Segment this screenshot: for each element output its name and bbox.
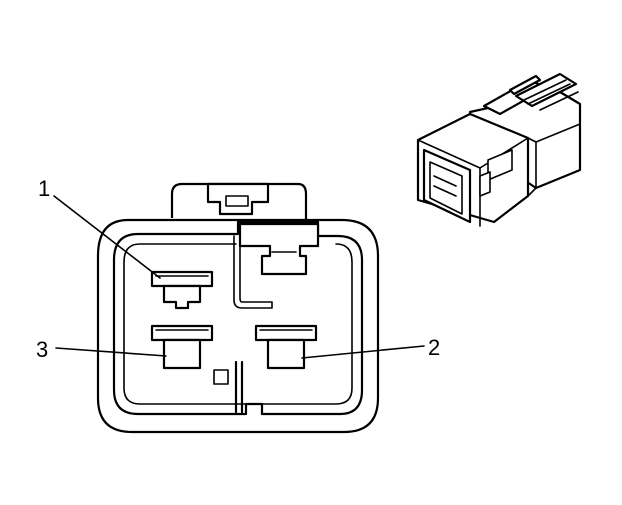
iso-body-edge xyxy=(535,123,581,143)
iso-front-opening xyxy=(422,148,472,224)
latch-tab-inner xyxy=(225,195,249,207)
connector-iso-view xyxy=(416,72,582,227)
connector-face xyxy=(96,182,380,434)
terminal-2 xyxy=(254,324,318,370)
position-boss xyxy=(213,369,229,385)
terminal-1 xyxy=(150,270,214,310)
iso-side-tab xyxy=(479,171,491,197)
callout-leaders xyxy=(53,195,425,359)
connector-inner-wall xyxy=(112,220,364,416)
connector-outer-shell xyxy=(96,218,380,434)
iso-opening-inner xyxy=(429,161,463,215)
cavity-step xyxy=(123,243,353,405)
leader-line-3 xyxy=(55,347,167,357)
pin-label-1: 1 xyxy=(38,176,50,201)
leader-line-2 xyxy=(301,345,425,359)
center-rib xyxy=(234,360,244,414)
iso-rib-detail xyxy=(523,79,579,111)
latch-tab xyxy=(206,182,270,216)
keyway-block xyxy=(238,222,320,276)
iso-latch-top xyxy=(508,74,542,96)
callout-labels: 1 3 2 xyxy=(36,176,440,362)
pin-label-3: 3 xyxy=(36,337,48,362)
guide-rib xyxy=(233,235,273,309)
terminal-3 xyxy=(150,324,214,370)
pin-label-2: 2 xyxy=(428,335,440,360)
leader-line-1 xyxy=(53,195,161,279)
